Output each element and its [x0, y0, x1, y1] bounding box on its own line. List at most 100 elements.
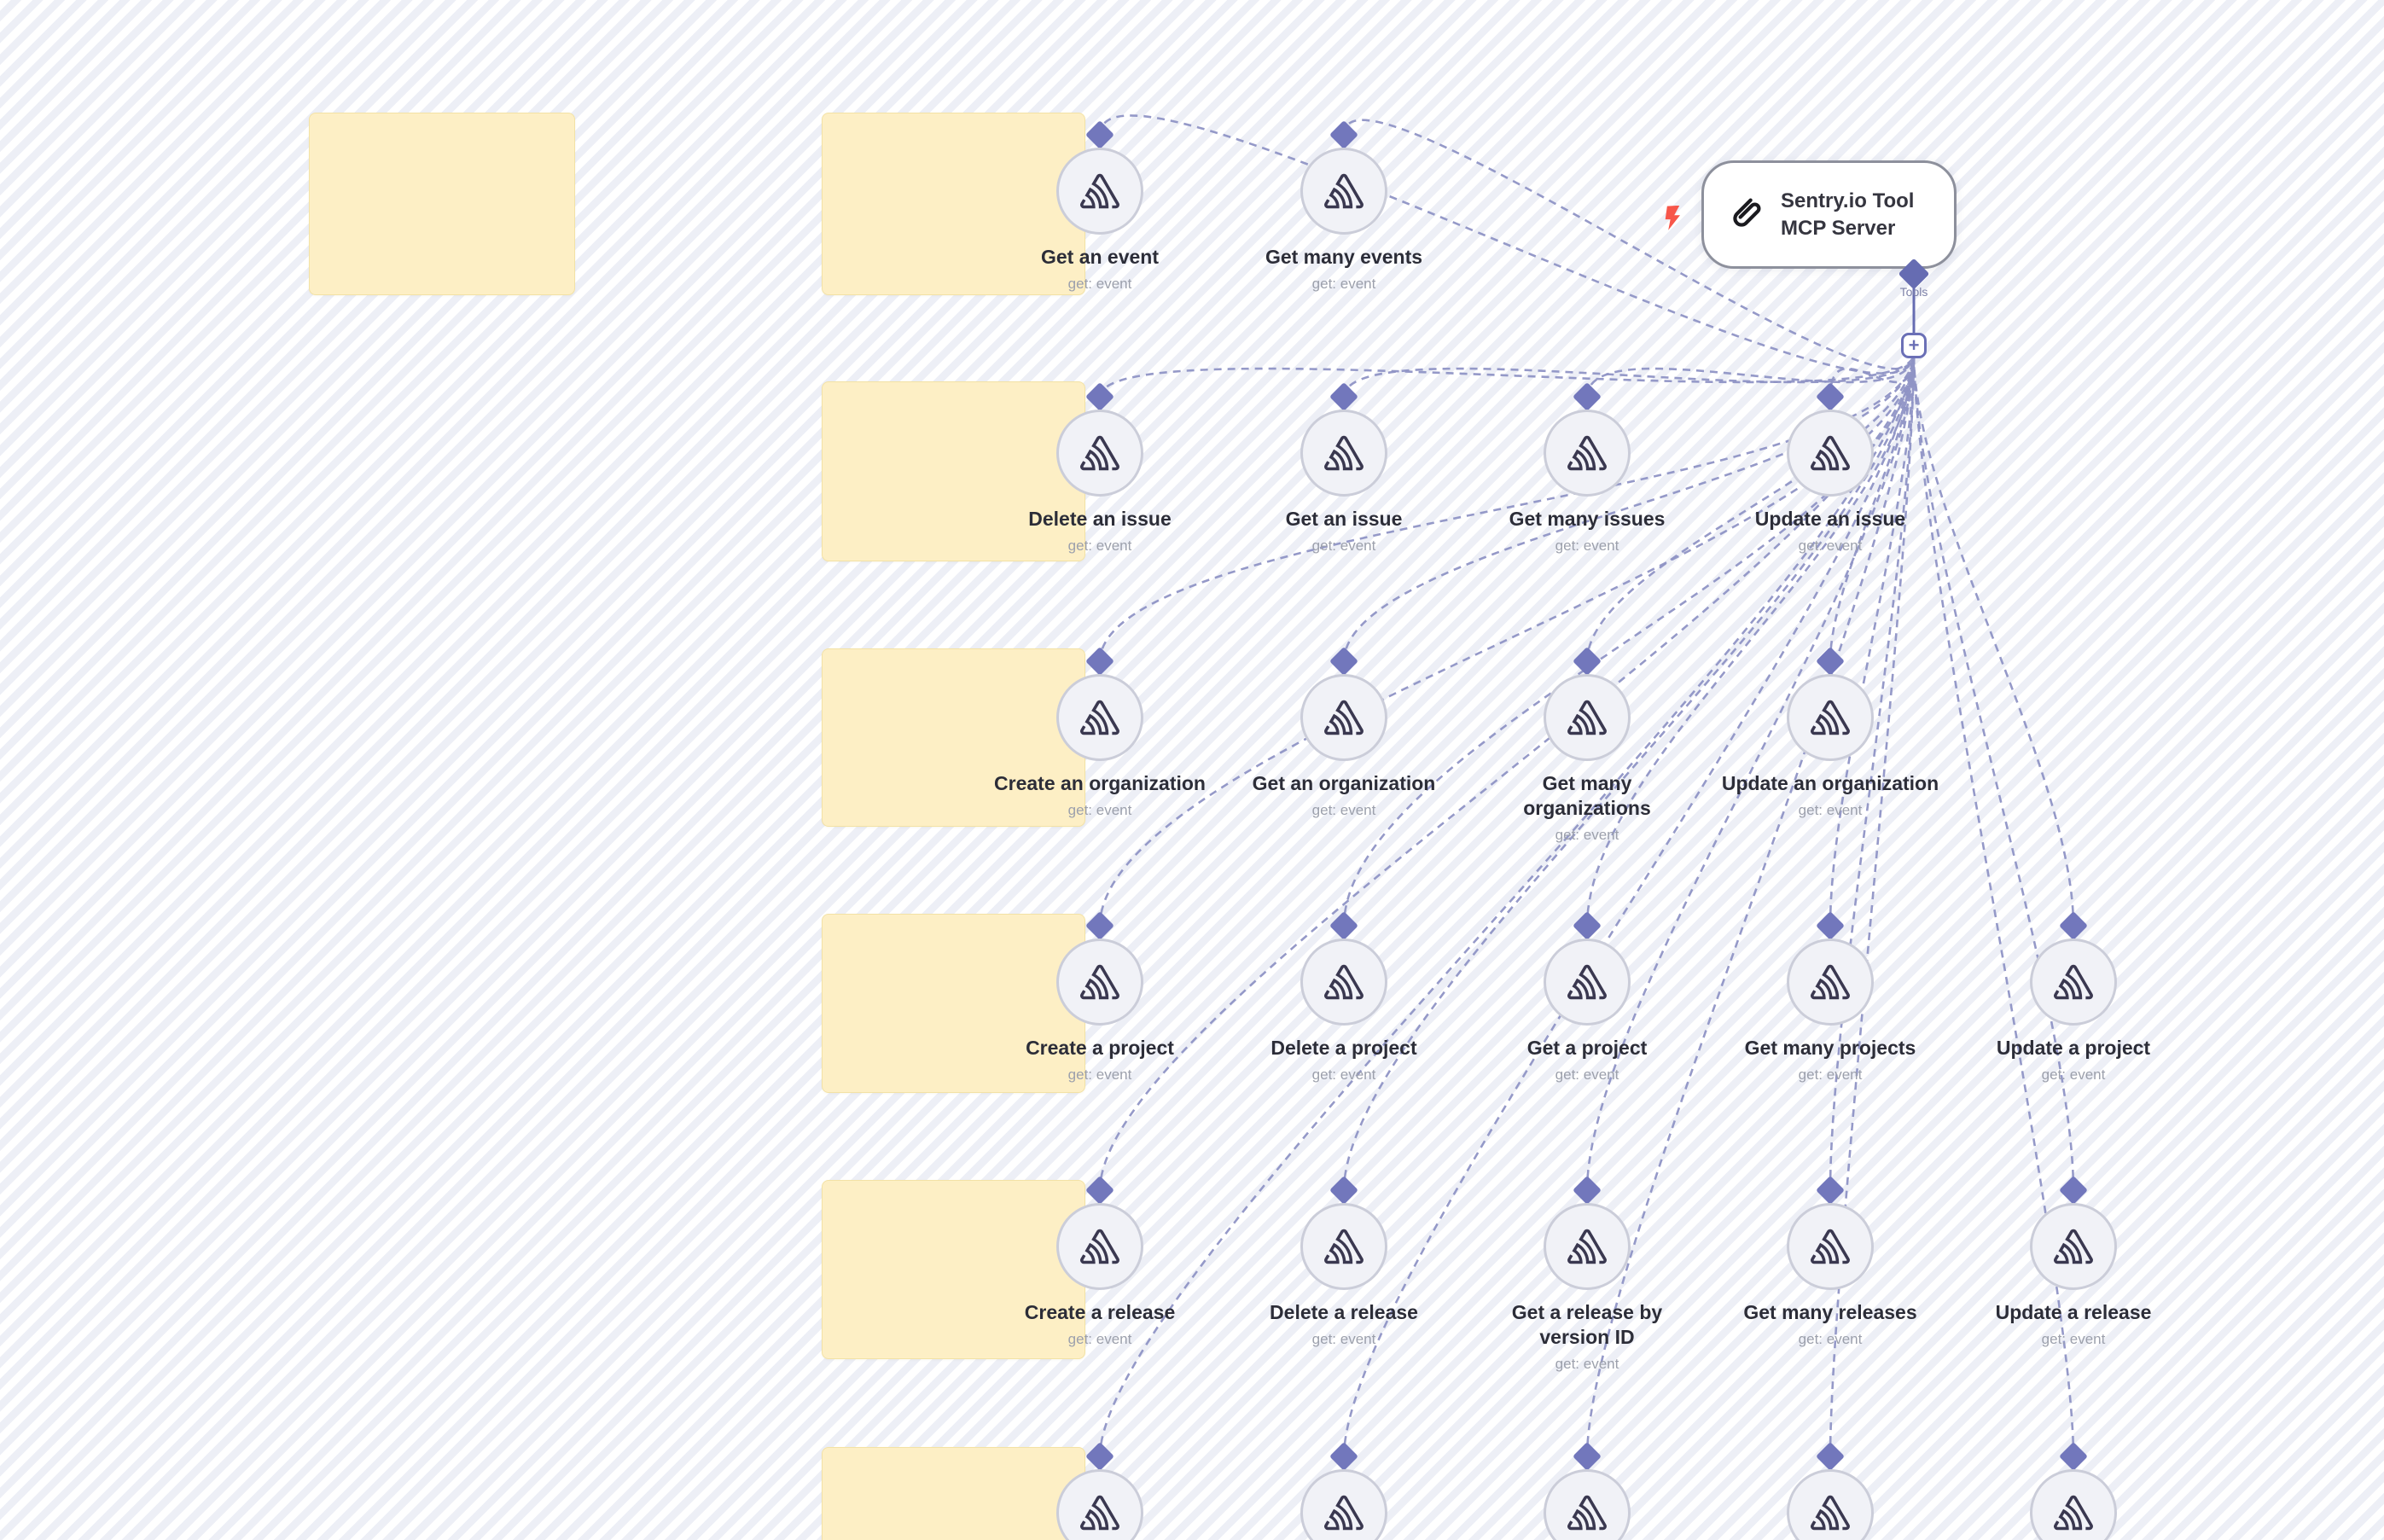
tool-node-circle[interactable] [1056, 410, 1143, 497]
output-port-diamond[interactable] [1085, 647, 1114, 676]
tool-node-circle[interactable] [1544, 674, 1631, 761]
lightning-bolt-icon [1663, 206, 1685, 233]
sticky-note[interactable] [822, 1447, 1085, 1540]
tool-node-circle[interactable] [1544, 410, 1631, 497]
tool-node-sublabel: get: event [1067, 1066, 1132, 1083]
tool-node-circle[interactable] [1056, 1469, 1143, 1540]
sentry-icon [1566, 698, 1608, 737]
tool-node-circle[interactable] [1300, 939, 1387, 1026]
tool-node-sublabel: get: event [1311, 275, 1376, 292]
output-port-diamond[interactable] [1816, 1442, 1845, 1471]
tool-node-circle[interactable] [1056, 939, 1143, 1026]
output-port-diamond[interactable] [1573, 911, 1602, 940]
output-port-diamond[interactable] [1085, 382, 1114, 411]
tool-node-circle[interactable] [2030, 1469, 2117, 1540]
tool-node-label: Update an organization [1721, 772, 1939, 794]
output-port-diamond[interactable] [2059, 1176, 2088, 1205]
tool-node-circle[interactable] [1787, 1469, 1874, 1540]
tool-node-circle[interactable] [1787, 939, 1874, 1026]
tool-node-circle[interactable] [1056, 148, 1143, 235]
sticky-note[interactable] [822, 381, 1085, 561]
tool-node-circle[interactable] [1300, 674, 1387, 761]
tool-node-sublabel: get: event [1067, 537, 1132, 554]
tool-node-label: Get a project [1526, 1037, 1648, 1059]
sentry-icon [1079, 433, 1121, 473]
output-port-diamond[interactable] [1329, 911, 1358, 940]
output-port-diamond[interactable] [1085, 120, 1114, 149]
tool-node-circle[interactable] [1544, 939, 1631, 1026]
sticky-note[interactable] [822, 648, 1085, 827]
tool-node-sublabel: get: event [1311, 1330, 1376, 1347]
tool-node-sublabel: get: event [1798, 1330, 1863, 1347]
sentry-icon [2052, 962, 2095, 1002]
tool-node-circle[interactable] [1056, 674, 1143, 761]
output-port-diamond[interactable] [1329, 382, 1358, 411]
output-port-diamond[interactable] [2059, 1442, 2088, 1471]
sentry-icon [1079, 698, 1121, 737]
tool-node-circle[interactable] [1787, 674, 1874, 761]
sentry-icon [1323, 1227, 1365, 1266]
tool-node-sublabel: get: event [1311, 1066, 1376, 1083]
sentry-icon [1809, 433, 1852, 473]
tool-node-circle[interactable] [1300, 410, 1387, 497]
output-port-diamond[interactable] [1816, 911, 1845, 940]
output-port-diamond[interactable] [1816, 382, 1845, 411]
output-port-diamond[interactable] [1573, 1442, 1602, 1471]
tool-node-label: Update an issue [1754, 508, 1906, 530]
tool-node-sublabel: get: event [1555, 1066, 1619, 1083]
sticky-note[interactable] [309, 113, 575, 295]
output-port-diamond[interactable] [1085, 1176, 1114, 1205]
sentry-icon [1079, 1227, 1121, 1266]
sentry-icon [1079, 1493, 1121, 1532]
tool-node-sublabel: get: event [1798, 537, 1863, 554]
sentry-icon [1323, 1493, 1365, 1532]
tool-node-circle[interactable] [1787, 410, 1874, 497]
sentry-icon [1566, 433, 1608, 473]
tool-node-circle[interactable] [1056, 1203, 1143, 1290]
tool-node-circle[interactable] [2030, 1203, 2117, 1290]
sentry-icon [1079, 962, 1121, 1002]
tool-connection-wire [1829, 352, 1916, 398]
output-port-diamond[interactable] [1573, 647, 1602, 676]
tool-node-label: Get a release by version ID [1511, 1301, 1663, 1348]
output-port-diamond[interactable] [1085, 911, 1114, 940]
output-port-diamond[interactable] [1329, 1176, 1358, 1205]
output-port-diamond[interactable] [2059, 911, 2088, 940]
mcp-logo-icon [1724, 195, 1765, 235]
output-port-diamond[interactable] [1329, 647, 1358, 676]
tool-node-label: Create a project [1026, 1037, 1174, 1059]
output-port-diamond[interactable] [1085, 1442, 1114, 1471]
sentry-icon [1809, 1227, 1852, 1266]
tool-node-label: Get many projects [1744, 1037, 1916, 1059]
output-port-diamond[interactable] [1816, 1176, 1845, 1205]
tool-node-sublabel: get: event [1311, 801, 1376, 818]
tool-node-circle[interactable] [2030, 939, 2117, 1026]
tool-node-label: Delete a release [1270, 1301, 1418, 1323]
sentry-icon [1079, 171, 1121, 211]
sticky-note[interactable] [822, 1180, 1085, 1359]
tool-node-label: Update a release [1995, 1301, 2152, 1323]
sticky-note[interactable] [822, 914, 1085, 1093]
output-port-diamond[interactable] [1329, 1442, 1358, 1471]
sticky-note[interactable] [822, 113, 1085, 295]
tool-node-circle[interactable] [1787, 1203, 1874, 1290]
tool-node-sublabel: get: event [1798, 1066, 1863, 1083]
output-port-diamond[interactable] [1329, 120, 1358, 149]
output-port-diamond[interactable] [1816, 647, 1845, 676]
tool-node-circle[interactable] [1300, 148, 1387, 235]
tool-node-circle[interactable] [1544, 1203, 1631, 1290]
sentry-icon [1809, 1493, 1852, 1532]
tool-node-sublabel: get: event [1067, 801, 1132, 818]
sentry-icon [1566, 1227, 1608, 1266]
mcp-server-node[interactable]: Sentry.io Tool MCP Server [1665, 160, 1957, 269]
tool-node-sublabel: get: event [2041, 1066, 2106, 1083]
tool-node-label: Get an organization [1252, 772, 1436, 794]
tool-node-circle[interactable] [1544, 1469, 1631, 1540]
add-tool-button[interactable]: + [1901, 333, 1927, 358]
output-port-diamond[interactable] [1573, 382, 1602, 411]
tool-node-circle[interactable] [1300, 1469, 1387, 1540]
output-port-diamond[interactable] [1573, 1176, 1602, 1205]
tool-node-circle[interactable] [1300, 1203, 1387, 1290]
tool-node-label: Delete an issue [1028, 508, 1172, 530]
